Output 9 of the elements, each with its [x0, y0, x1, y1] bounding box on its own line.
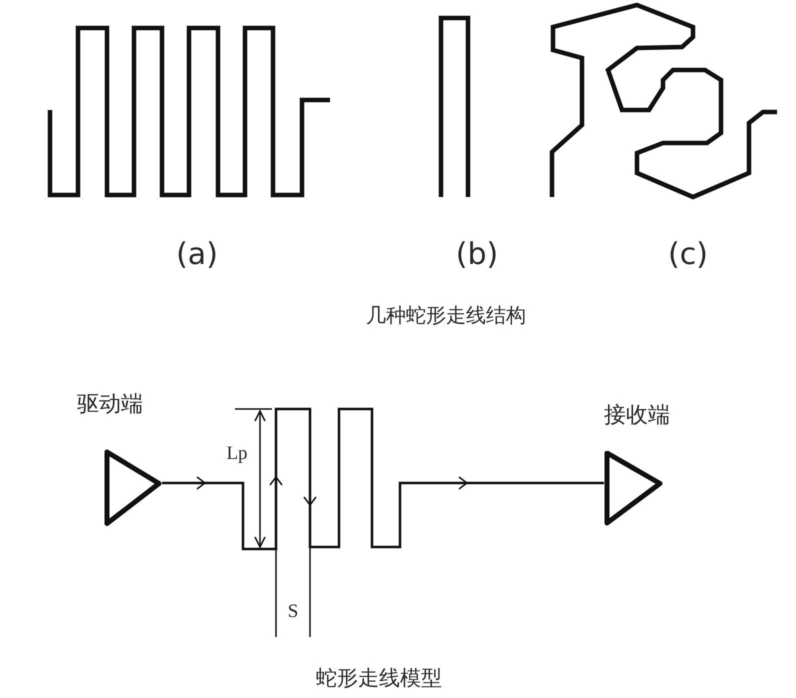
figure-label: (a)	[176, 238, 218, 272]
caption: 几种蛇形走线结构	[366, 304, 526, 327]
caption: 蛇形走线模型	[316, 666, 442, 690]
node-label: 接收端	[604, 403, 670, 428]
dimension-label: S	[288, 601, 298, 623]
figure-label: (c)	[668, 238, 708, 272]
figure-label: (b)	[456, 238, 498, 272]
dimension-label: Lp	[226, 443, 248, 465]
node-label: 驱动端	[77, 392, 143, 418]
